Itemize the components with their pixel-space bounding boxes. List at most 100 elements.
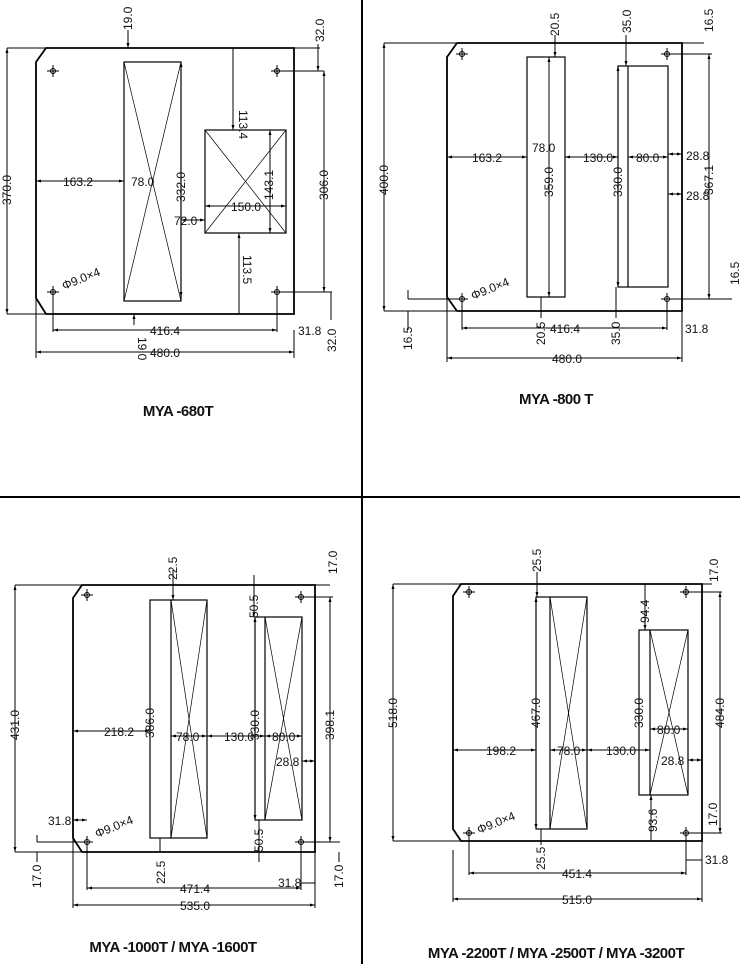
dim-label: 50.5 (247, 594, 261, 618)
dim-label: 386.0 (143, 708, 157, 738)
dimension-lines (13, 570, 340, 908)
dim-label: 80.0 (272, 730, 296, 744)
mounting-plate (452, 583, 703, 842)
dim-label: 31.8 (705, 853, 729, 867)
dim-label: 484.0 (713, 698, 727, 728)
cutout-1 (535, 596, 588, 830)
mounting-hole-icon (80, 588, 94, 602)
dim-label: 80.0 (657, 723, 681, 737)
hole-spec-label: Φ9.0×4 (469, 275, 512, 303)
dim-label: 359.0 (542, 167, 556, 197)
dim-label: 198.2 (486, 744, 516, 758)
mounting-plate (72, 584, 316, 853)
dim-label: 367.1 (702, 165, 716, 195)
dim-label: 330.0 (248, 710, 262, 740)
dim-label: 113.4 (236, 110, 250, 139)
dimension-labels: 25.5 17.0 94.4 518.0 467.0 330.0 484.0 1… (386, 548, 729, 907)
dim-label: 163.2 (472, 151, 502, 165)
dim-label: 515.0 (562, 893, 592, 907)
dim-label: 35.0 (609, 321, 623, 345)
dim-label: 25.5 (534, 846, 548, 870)
dim-label: 416.4 (150, 324, 180, 338)
dimension-lines (382, 35, 732, 362)
dim-label: 72.0 (174, 214, 198, 228)
dim-label: 20.5 (548, 12, 562, 36)
dimension-labels: 22.5 17.0 50.5 431.0 218.2 386.0 78.0 13… (8, 550, 346, 913)
dim-label: 518.0 (386, 698, 400, 728)
dim-label: 17.0 (706, 802, 720, 826)
dim-label: 31.8 (48, 814, 72, 828)
dim-label: 130.0 (583, 151, 613, 165)
mounting-hole-icon (46, 64, 60, 78)
dim-label: 25.5 (530, 548, 544, 572)
dim-label: 16.5 (401, 326, 415, 350)
dim-label: 17.0 (326, 550, 340, 574)
mounting-hole-icon (455, 47, 469, 61)
cutout-1 (149, 599, 208, 839)
drawing-mya-1000t-1600t: 22.5 17.0 50.5 431.0 218.2 386.0 78.0 13… (8, 550, 346, 956)
dim-label: 78.0 (557, 744, 581, 758)
dim-label: 93.6 (646, 808, 660, 832)
dim-label: 19.0 (121, 6, 135, 30)
dim-label: 28.8 (661, 754, 685, 768)
dim-label: 431.0 (8, 710, 22, 740)
dim-label: 32.0 (325, 328, 339, 352)
dim-label: 28.8 (686, 149, 710, 163)
dim-label: 78.0 (131, 175, 155, 189)
dim-label: 330.0 (632, 698, 646, 728)
dim-label: 32.0 (313, 18, 327, 42)
cutout-2 (638, 629, 689, 796)
dim-label: 78.0 (176, 730, 200, 744)
dim-label: 17.0 (332, 864, 346, 888)
dim-label: 20.5 (534, 321, 548, 345)
dim-label: 150.0 (231, 200, 261, 214)
dim-label: 416.4 (550, 322, 580, 336)
cutout-1 (526, 56, 566, 298)
dim-label: 218.2 (104, 725, 134, 739)
dimension-labels: 20.5 35.0 16.5 400.0 163.2 78.0 359.0 13… (377, 8, 740, 366)
dimension-labels: 19.0 32.0 113.4 370.0 163.2 78.0 332.0 1… (0, 6, 339, 360)
mounting-hole-icon (462, 585, 476, 599)
dim-label: 19.0 (135, 337, 149, 361)
dim-label: 35.0 (620, 9, 634, 33)
hole-spec-label: Φ9.0×4 (60, 265, 103, 293)
dim-label: 451.4 (562, 867, 592, 881)
dim-label: 130.0 (224, 730, 254, 744)
dimension-lines (5, 30, 332, 358)
dim-label: 467.0 (529, 698, 543, 728)
dim-label: 471.4 (180, 882, 210, 896)
model-title: MYA -2200T / MYA -2500T / MYA -3200T (428, 945, 685, 962)
dim-label: 31.8 (278, 876, 302, 890)
dim-label: 22.5 (166, 556, 180, 580)
model-title: MYA -680T (143, 403, 214, 420)
dim-label: 400.0 (377, 165, 391, 195)
model-title: MYA -800 T (519, 391, 593, 408)
model-title: MYA -1000T / MYA -1600T (89, 939, 257, 956)
dim-label: 535.0 (180, 899, 210, 913)
dim-label: 16.5 (702, 8, 716, 32)
dim-label: 332.0 (174, 172, 188, 202)
dim-label: 330.0 (611, 167, 625, 197)
dim-label: 17.0 (707, 558, 721, 582)
dim-label: 480.0 (552, 352, 582, 366)
dim-label: 31.8 (685, 322, 709, 336)
dim-label: 31.8 (298, 324, 322, 338)
drawing-mya-800t: 20.5 35.0 16.5 400.0 163.2 78.0 359.0 13… (377, 8, 740, 408)
dim-label: 28.8 (686, 189, 710, 203)
dim-label: 50.5 (252, 828, 266, 852)
drawing-mya-680t: 19.0 32.0 113.4 370.0 163.2 78.0 332.0 1… (0, 6, 339, 420)
dim-label: 78.0 (532, 141, 556, 155)
dim-label: 113.5 (240, 255, 254, 284)
hole-spec-label: Φ9.0×4 (475, 809, 518, 837)
cutout-2 (617, 65, 669, 288)
dim-label: 306.0 (317, 170, 331, 200)
dim-label: 94.4 (638, 599, 652, 623)
dim-label: 370.0 (0, 175, 14, 205)
dim-label: 163.2 (63, 175, 93, 189)
dim-label: 80.0 (636, 151, 660, 165)
drawing-mya-2200t-2500t-3200t: 25.5 17.0 94.4 518.0 467.0 330.0 484.0 1… (386, 548, 729, 962)
dim-label: 16.5 (728, 261, 740, 285)
dim-label: 143.1 (262, 170, 276, 200)
dim-label: 130.0 (606, 744, 636, 758)
